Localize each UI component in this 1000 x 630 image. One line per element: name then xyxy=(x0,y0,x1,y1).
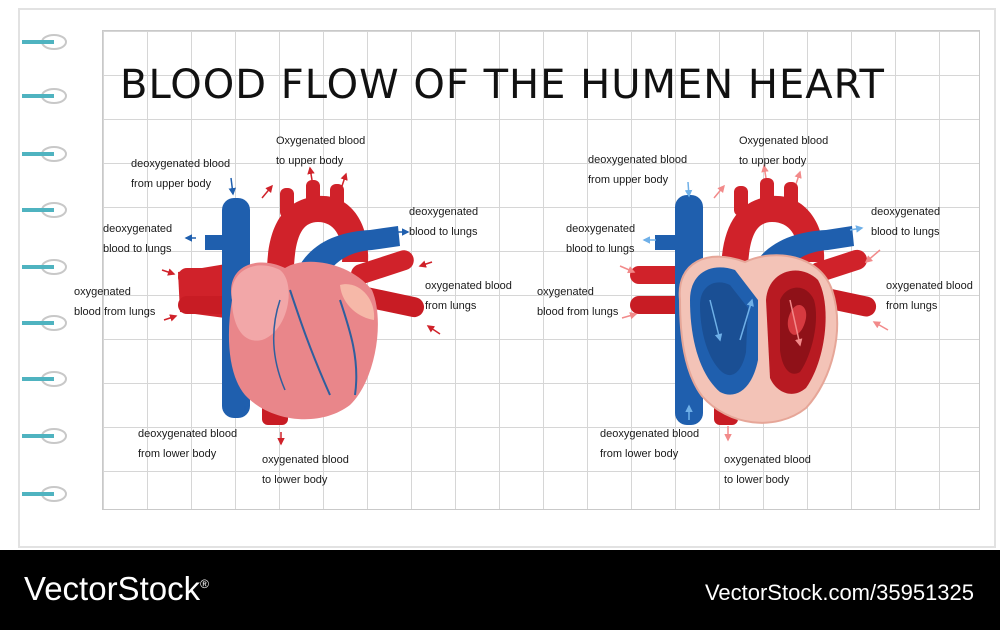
label-oxy-lower-right: oxygenated blood to lower body xyxy=(724,454,811,486)
flow-arrows-left xyxy=(161,166,441,446)
ring xyxy=(22,34,67,50)
label-oxy-lower-left: oxygenated blood to lower body xyxy=(262,454,349,486)
ring xyxy=(22,371,67,387)
ring xyxy=(22,146,67,162)
ring xyxy=(22,88,67,104)
label-oxy-from-lungs-left-b: oxygenated blood from lungs xyxy=(425,280,512,312)
heart-diagrams xyxy=(161,164,889,446)
ring xyxy=(22,486,67,502)
label-deoxy-lower-right: deoxygenated blood from lower body xyxy=(600,428,700,460)
label-oxy-upper-right: Oxygenated blood to upper body xyxy=(739,135,829,167)
label-deoxy-lungs-right-b: deoxygenated blood to lungs xyxy=(871,206,941,238)
label-deoxy-lungs-right-a: deoxygenated blood to lungs xyxy=(566,223,636,255)
label-oxy-upper-left: Oxygenated blood to upper body xyxy=(276,135,366,167)
label-oxy-from-lungs-right-a: oxygenated blood from lungs xyxy=(537,286,619,318)
label-deoxy-lungs-left-b: deoxygenated blood to lungs xyxy=(409,206,479,238)
ring xyxy=(22,315,67,331)
ring xyxy=(22,202,67,218)
ring xyxy=(22,428,67,444)
label-deoxy-upper-left: deoxygenated blood from upper body xyxy=(131,158,231,190)
page-title: BLOOD FLOW OF THE HUMEN HEART xyxy=(120,62,885,108)
label-oxy-from-lungs-left-a: oxygenated blood from lungs xyxy=(74,286,156,318)
watermark-bar xyxy=(0,550,1000,630)
label-deoxy-lower-left: deoxygenated blood from lower body xyxy=(138,428,238,460)
brand-name: VectorStock xyxy=(24,570,201,607)
image-id: VectorStock.com/35951325 xyxy=(704,580,974,605)
external-heart xyxy=(161,166,441,446)
cross-section-heart xyxy=(619,164,889,442)
label-deoxy-lungs-left-a: deoxygenated blood to lungs xyxy=(103,223,173,255)
flow-arrows-right xyxy=(619,164,889,442)
ring xyxy=(22,259,67,275)
registered-mark: ® xyxy=(200,577,209,591)
spiral-binding xyxy=(22,34,67,502)
brand-logo: VectorStock® xyxy=(24,570,209,608)
label-deoxy-upper-right: deoxygenated blood from upper body xyxy=(588,154,688,186)
label-oxy-from-lungs-right-b: oxygenated blood from lungs xyxy=(886,280,973,312)
